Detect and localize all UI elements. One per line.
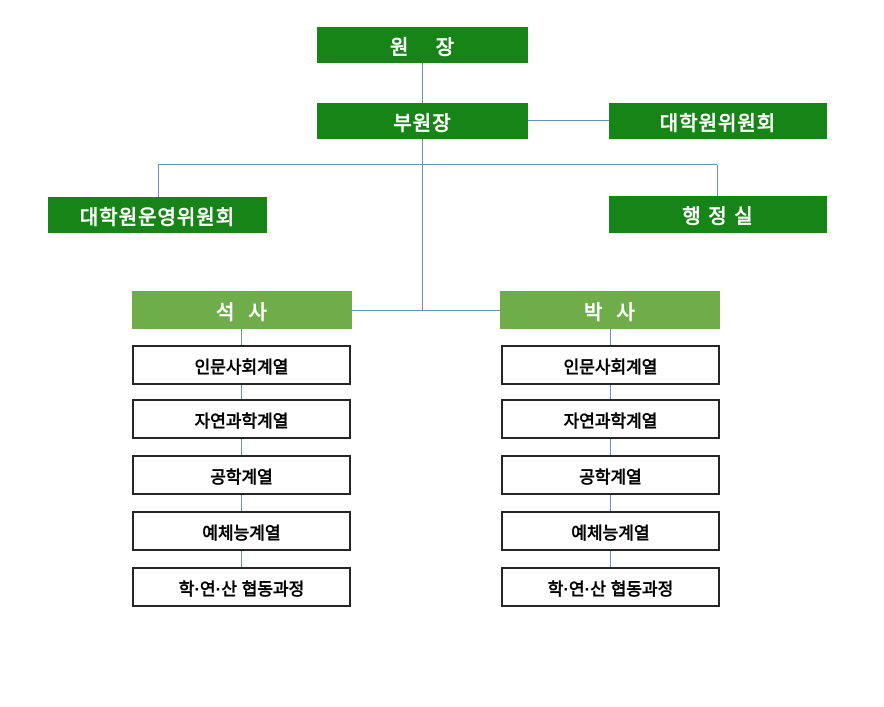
- connector-director-vice: [422, 63, 423, 103]
- doctoral-program-item: 인문사회계열: [501, 345, 720, 385]
- connector-masters-column: [241, 329, 242, 569]
- connector-vice-committee: [528, 120, 609, 121]
- doctoral-program-item: 자연과학계열: [501, 399, 720, 439]
- doctoral-program-item: 예체능계열: [501, 511, 720, 551]
- masters-program-item: 예체능계열: [132, 511, 351, 551]
- connector-vice-down: [422, 139, 423, 311]
- node-operations-committee: 대학원운영위원회: [48, 197, 267, 233]
- masters-program-item: 자연과학계열: [132, 399, 351, 439]
- connector-operations-drop: [158, 165, 159, 197]
- node-admin-office: 행 정 실: [609, 196, 827, 233]
- connector-admin-drop: [717, 165, 718, 196]
- node-doctoral: 박 사: [500, 291, 720, 329]
- node-graduate-committee: 대학원위원회: [609, 103, 827, 139]
- connector-masters-doctoral: [352, 310, 501, 311]
- masters-program-item: 인문사회계열: [132, 345, 351, 385]
- connector-branch-horizontal: [158, 164, 717, 165]
- connector-doctoral-column: [610, 329, 611, 569]
- masters-program-item: 학·연·산 협동과정: [132, 567, 351, 607]
- doctoral-program-item: 공학계열: [501, 455, 720, 495]
- node-masters: 석 사: [132, 291, 352, 329]
- doctoral-program-item: 학·연·산 협동과정: [501, 567, 720, 607]
- masters-program-item: 공학계열: [132, 455, 351, 495]
- node-vice-director: 부원장: [317, 103, 528, 139]
- node-director: 원 장: [317, 27, 528, 63]
